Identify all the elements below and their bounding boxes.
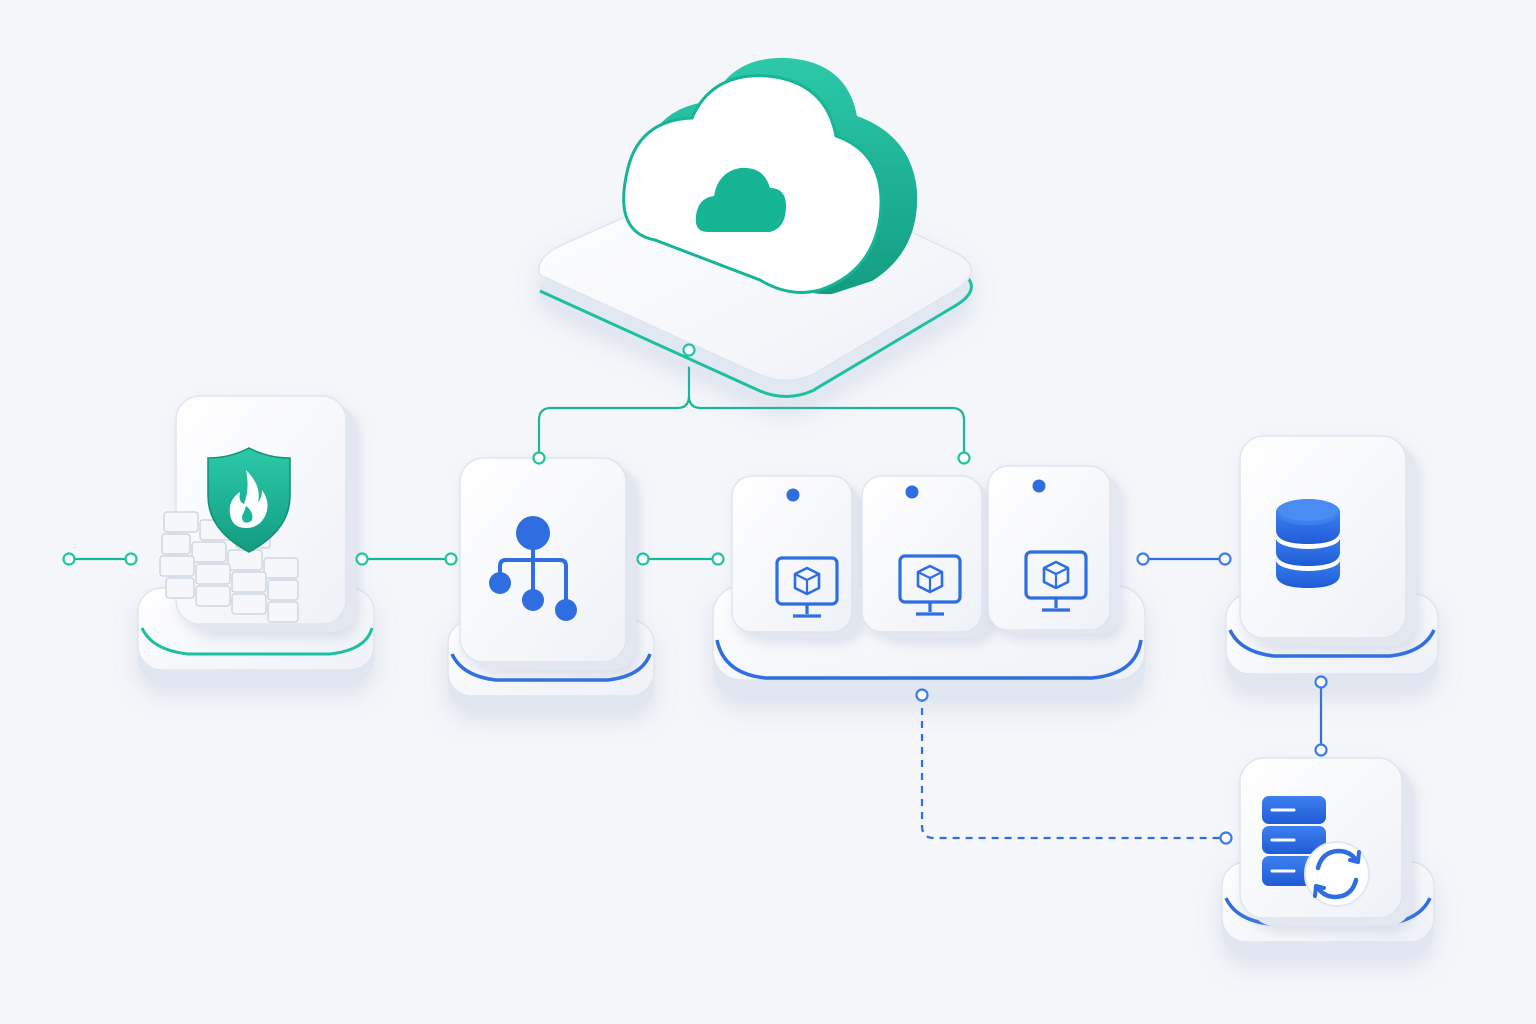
cloud-icon xyxy=(622,57,918,295)
firewall-output-port xyxy=(355,552,369,566)
firewall-node[interactable] xyxy=(62,395,375,684)
firewall-shield-icon xyxy=(207,447,291,553)
vm-box-2[interactable] xyxy=(861,475,992,638)
virtual-machine-icon xyxy=(1024,550,1088,612)
hierarchy-icon xyxy=(489,516,577,621)
load-balancer-top-port xyxy=(532,451,546,465)
compute-cluster-bottom-port xyxy=(915,688,929,702)
compute-cluster-left-port xyxy=(711,552,725,566)
load-balancer-tile xyxy=(459,457,636,670)
database-node[interactable] xyxy=(1218,435,1439,689)
vm-status-dot xyxy=(786,488,800,502)
load-balancer-right-port xyxy=(636,552,650,566)
database-icon xyxy=(1276,499,1340,588)
connector-compute-cluster-to-backup xyxy=(920,695,1226,840)
backup-node[interactable] xyxy=(1219,743,1435,957)
firewall-input-port xyxy=(62,552,76,566)
compute-cluster-node[interactable] xyxy=(711,451,1150,702)
database-left-port xyxy=(1218,552,1232,566)
server-sync-icon xyxy=(1262,796,1370,907)
brick-wall-icon xyxy=(159,511,299,623)
load-balancer-left-port xyxy=(444,552,458,566)
vm-status-dot xyxy=(905,485,919,499)
database-bottom-port xyxy=(1314,675,1328,689)
cloud-port xyxy=(682,343,696,357)
connector-cloud-to-load-balancer xyxy=(537,350,691,458)
backup-left-port xyxy=(1219,831,1233,845)
compute-cluster-right-port xyxy=(1136,552,1150,566)
vm-box-3[interactable] xyxy=(987,465,1120,634)
cloud-inner-icon xyxy=(695,167,786,232)
vm-status-dot xyxy=(1032,479,1046,493)
connector-cloud-to-compute-cluster xyxy=(687,395,966,458)
flame-icon xyxy=(229,470,268,528)
virtual-machine-icon xyxy=(775,556,839,618)
vm-box-1[interactable] xyxy=(731,475,860,638)
virtual-machine-icon xyxy=(898,554,962,616)
firewall-input-port-2 xyxy=(124,552,138,566)
compute-cluster-top-port xyxy=(957,451,971,465)
connections xyxy=(69,350,1323,840)
sync-icon xyxy=(1304,841,1370,907)
load-balancer-node[interactable] xyxy=(444,451,655,711)
cloud-node[interactable] xyxy=(538,57,973,405)
backup-top-port xyxy=(1314,743,1328,757)
